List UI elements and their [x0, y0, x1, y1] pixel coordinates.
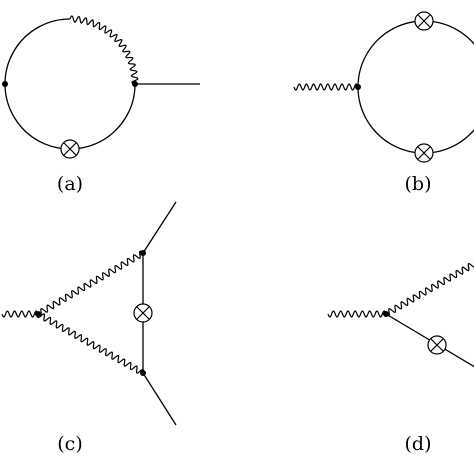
- vertex-bottom: [140, 370, 146, 376]
- external-gauge-leg: [1, 310, 39, 318]
- loop-propagator-lower: [13, 83, 136, 150]
- insertion-bottom: [414, 143, 434, 163]
- external-leg-lower: [142, 372, 177, 426]
- vertex: [383, 311, 389, 317]
- triangle-gauge-upper: [37, 250, 144, 317]
- panel-label-d: (d): [405, 433, 432, 455]
- panel-label-b: (b): [405, 173, 432, 195]
- diagram-b: [293, 11, 474, 163]
- loop-propagator-upper-left: [4, 18, 71, 117]
- triangle-gauge-lower: [37, 313, 144, 374]
- insertion-bottom: [60, 139, 80, 159]
- insertion-middle: [133, 303, 153, 323]
- gauge-leg-upper: [385, 260, 474, 317]
- external-gauge-leg: [293, 83, 359, 91]
- diagram-c: [1, 201, 177, 426]
- vertex-left: [35, 311, 41, 317]
- diagram-a: [2, 15, 200, 159]
- insertion-lower: [427, 335, 447, 355]
- panel-label-a: (a): [57, 173, 83, 195]
- external-leg-upper: [142, 201, 177, 254]
- loop-gauge-propagator: [69, 15, 139, 85]
- vertex-left: [355, 84, 361, 90]
- loop-propagator: [357, 20, 474, 154]
- external-gauge-leg: [327, 310, 387, 318]
- insertion-top: [414, 11, 434, 31]
- diagram-d: [327, 260, 474, 368]
- vertex-left: [2, 81, 8, 87]
- vertex-top: [140, 250, 146, 256]
- vertex-right: [132, 81, 138, 87]
- panel-label-c: (c): [57, 433, 82, 455]
